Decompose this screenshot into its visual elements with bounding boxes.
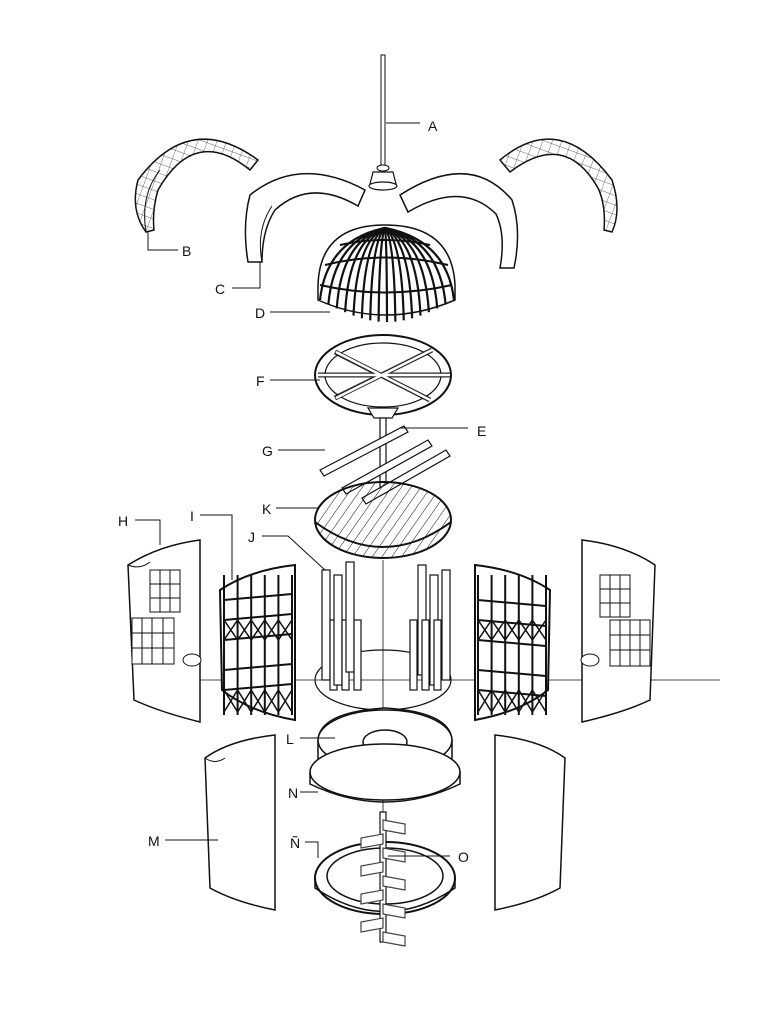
part-f-ring-frame [314, 334, 452, 419]
part-h-wall-panel-left [127, 539, 202, 723]
label-a: A [428, 118, 438, 134]
label-e: E [477, 423, 486, 439]
part-d-dome-frame [317, 224, 456, 323]
leader-lines [135, 122, 468, 858]
label-c: C [215, 281, 225, 297]
label-b: B [182, 243, 191, 259]
part-o-spiral-stair [360, 811, 406, 947]
part-n-base-ring [309, 743, 461, 803]
roof-shell-inner-right [399, 173, 519, 269]
label-k: K [262, 501, 272, 517]
cylinder-shell-right [494, 734, 566, 911]
part-b-roof-shell-left [134, 138, 260, 233]
label-f: F [256, 373, 265, 389]
label-l: L [286, 731, 294, 747]
wall-panel-right [580, 539, 656, 723]
label-o: O [458, 849, 469, 865]
label-g: G [262, 443, 273, 459]
label-j: J [248, 529, 255, 545]
label-m: M [148, 833, 160, 849]
part-k-floor-disk [314, 481, 452, 559]
label-ntilde: Ñ [290, 835, 300, 851]
part-i-lattice-frame-left [218, 563, 296, 722]
label-h: H [118, 513, 128, 529]
lattice-frame-right [474, 563, 552, 722]
part-j-columns [314, 561, 452, 711]
part-m-cylinder-shell-left [204, 734, 276, 911]
roof-shell-right [498, 138, 618, 233]
part-a-spire [368, 54, 398, 191]
part-labels: A B C D E F G H I J K L N M Ñ O [118, 118, 486, 865]
part-c-roof-shell-inner-left [244, 173, 366, 263]
label-d: D [255, 305, 265, 321]
label-n: N [288, 785, 298, 801]
label-i: I [190, 508, 194, 524]
